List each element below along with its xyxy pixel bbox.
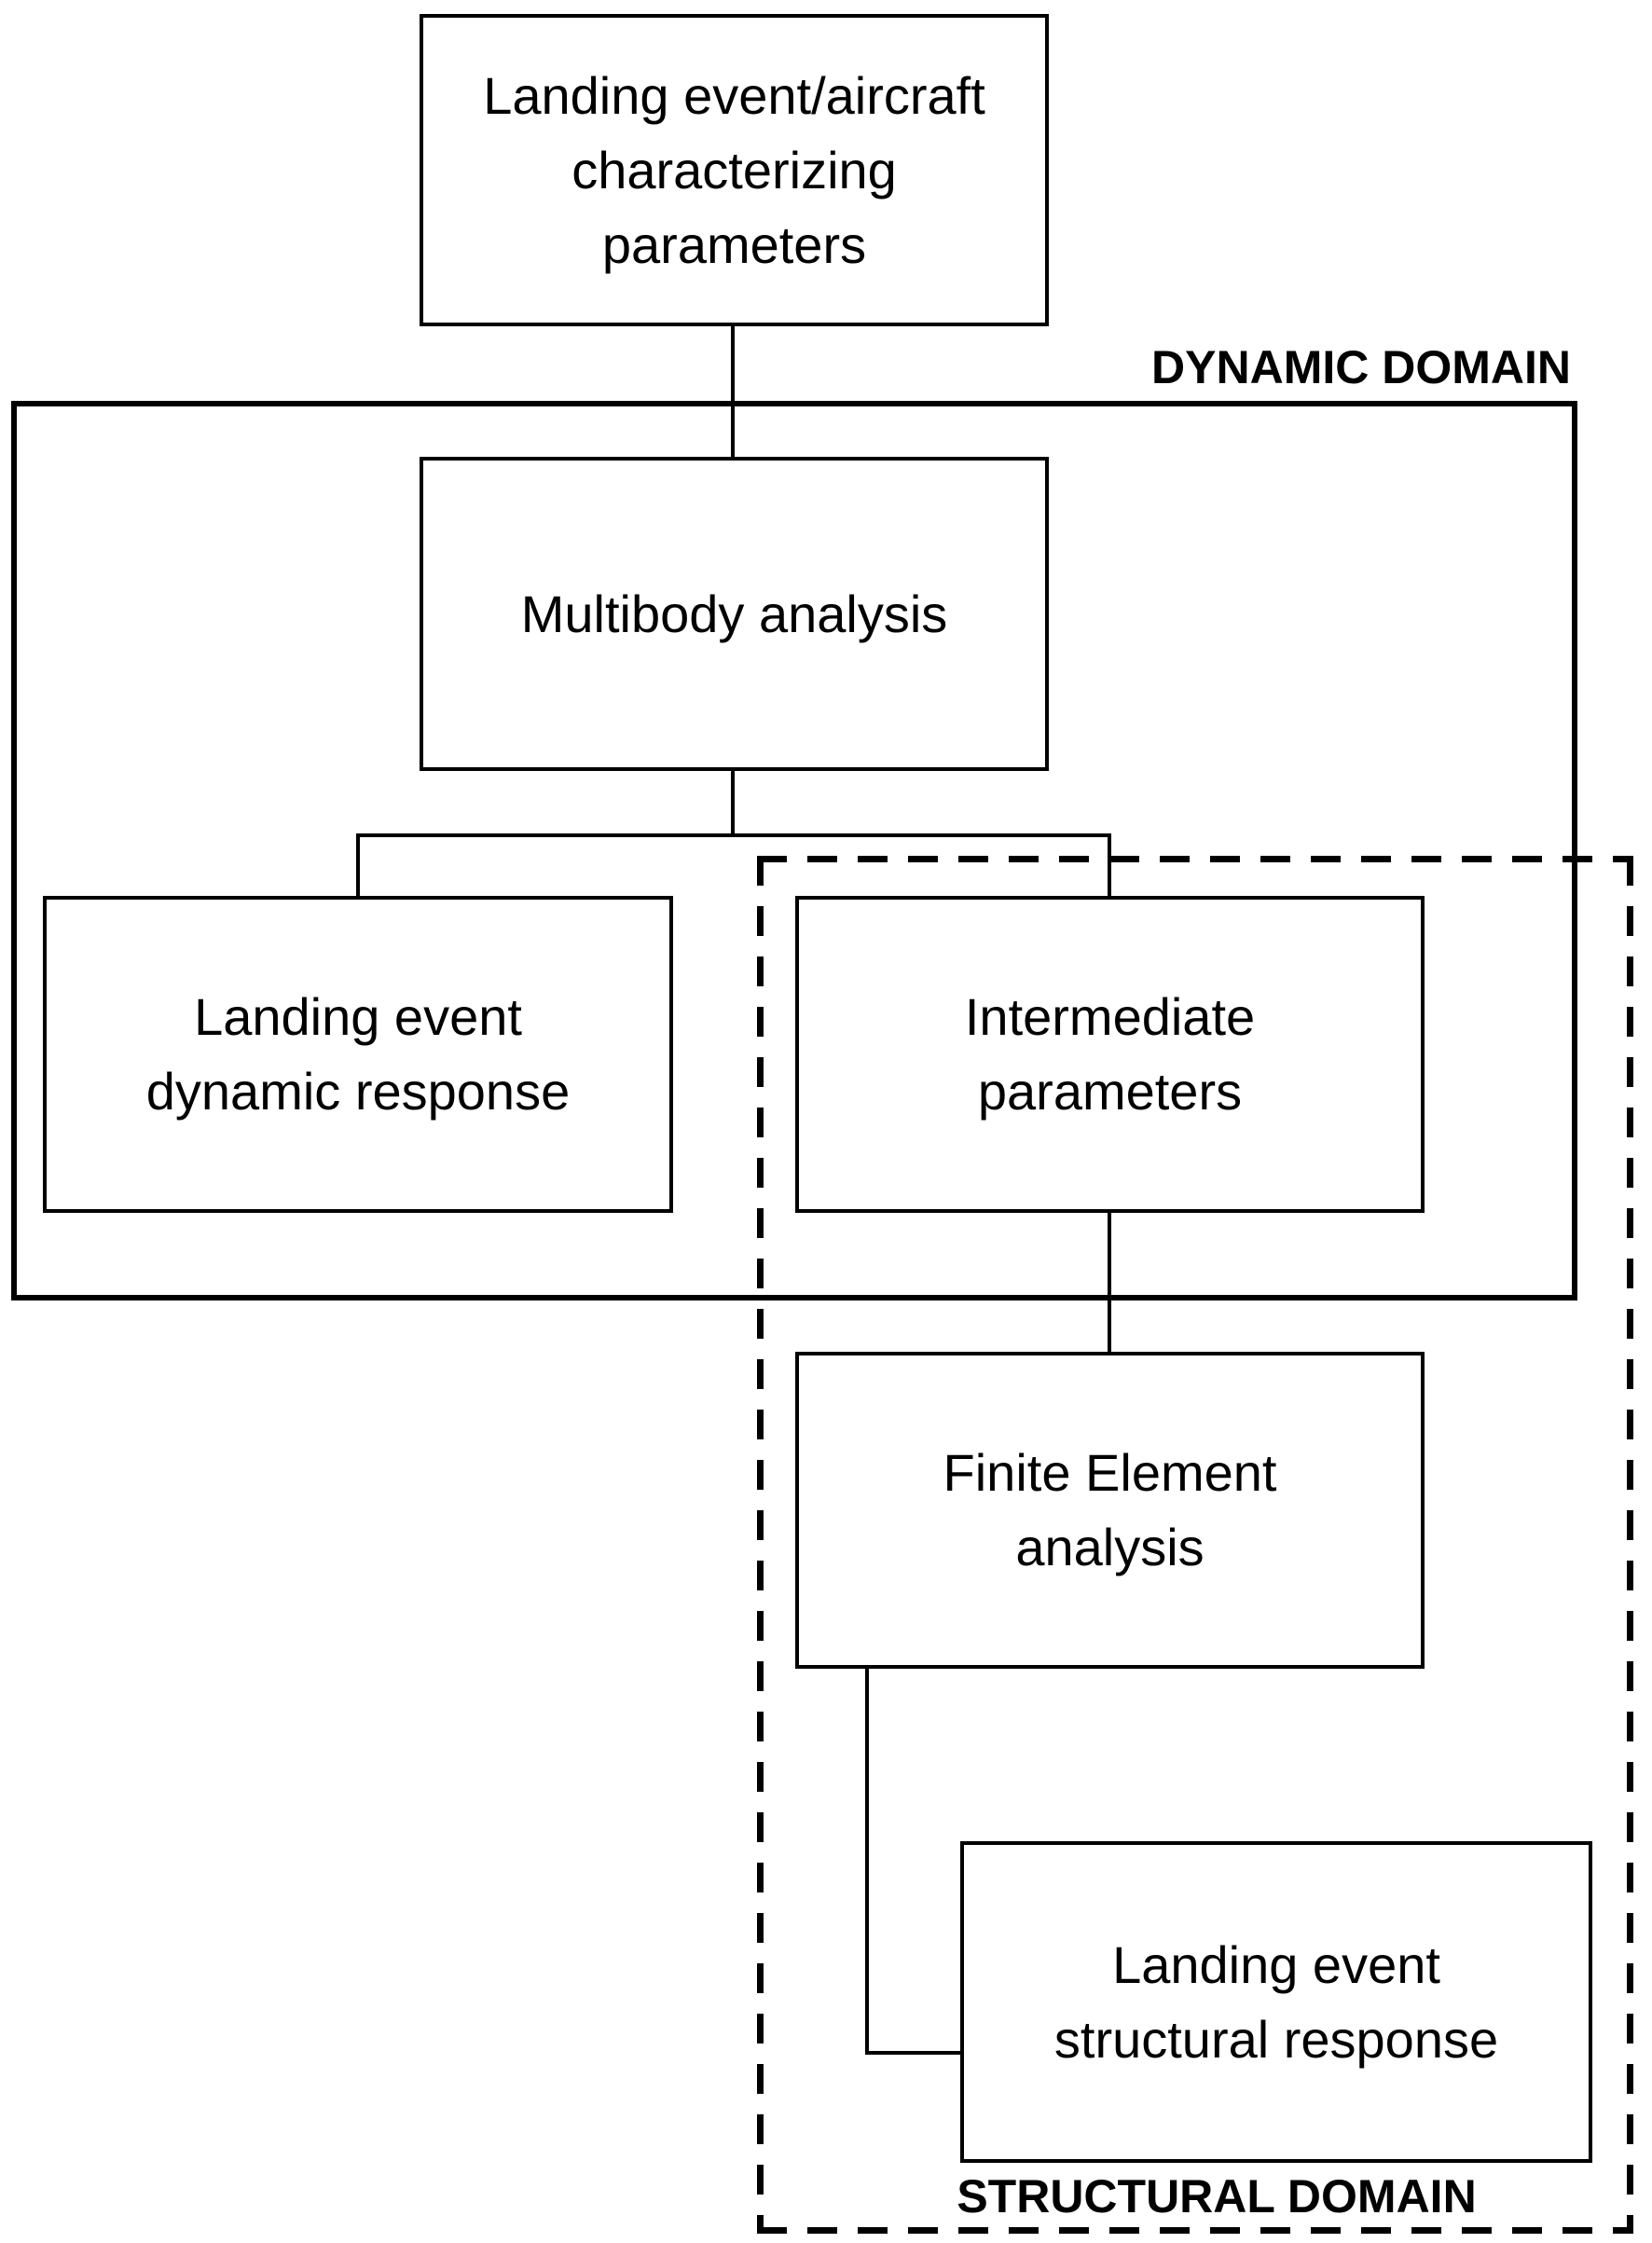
node-label: Finite Element analysis <box>943 1443 1277 1576</box>
node-landing-event-characterizing-parameters: Landing event/aircraft characterizing pa… <box>420 14 1049 326</box>
connector-branch-horizontal <box>356 833 1111 837</box>
node-label: Multibody analysis <box>520 584 948 643</box>
dynamic-domain-region <box>11 401 1577 1300</box>
connector-fea-down-vertical <box>865 1669 869 2055</box>
structural-domain-border-top <box>757 856 1633 862</box>
connector-parameters-to-multibody <box>731 326 735 459</box>
node-multibody-analysis: Multibody analysis <box>420 457 1049 771</box>
connector-branch-to-dynamic-response <box>356 833 360 898</box>
node-label: Landing event dynamic response <box>145 987 571 1121</box>
node-finite-element-analysis: Finite Element analysis <box>795 1352 1425 1669</box>
node-intermediate-parameters: Intermediate parameters <box>795 896 1425 1213</box>
structural-domain-border-bottom <box>757 2227 1633 2234</box>
structural-domain-border-right <box>1627 856 1633 2234</box>
connector-fea-to-structural-response <box>865 2051 964 2055</box>
connector-intermediate-to-fea <box>1108 1213 1111 1354</box>
structural-domain-label: STRUCTURAL DOMAIN <box>957 2170 1477 2222</box>
node-label: Landing event/aircraft characterizing pa… <box>483 65 985 274</box>
connector-multibody-to-branch <box>731 771 735 837</box>
connector-branch-to-intermediate <box>1108 833 1111 898</box>
structural-domain-border-left <box>757 856 764 2234</box>
node-landing-event-dynamic-response: Landing event dynamic response <box>43 896 673 1213</box>
node-landing-event-structural-response: Landing event structural response <box>960 1841 1592 2163</box>
node-label: Intermediate parameters <box>964 987 1256 1121</box>
node-label: Landing event structural response <box>1053 1934 1499 2069</box>
dynamic-domain-label: DYNAMIC DOMAIN <box>1151 341 1571 393</box>
